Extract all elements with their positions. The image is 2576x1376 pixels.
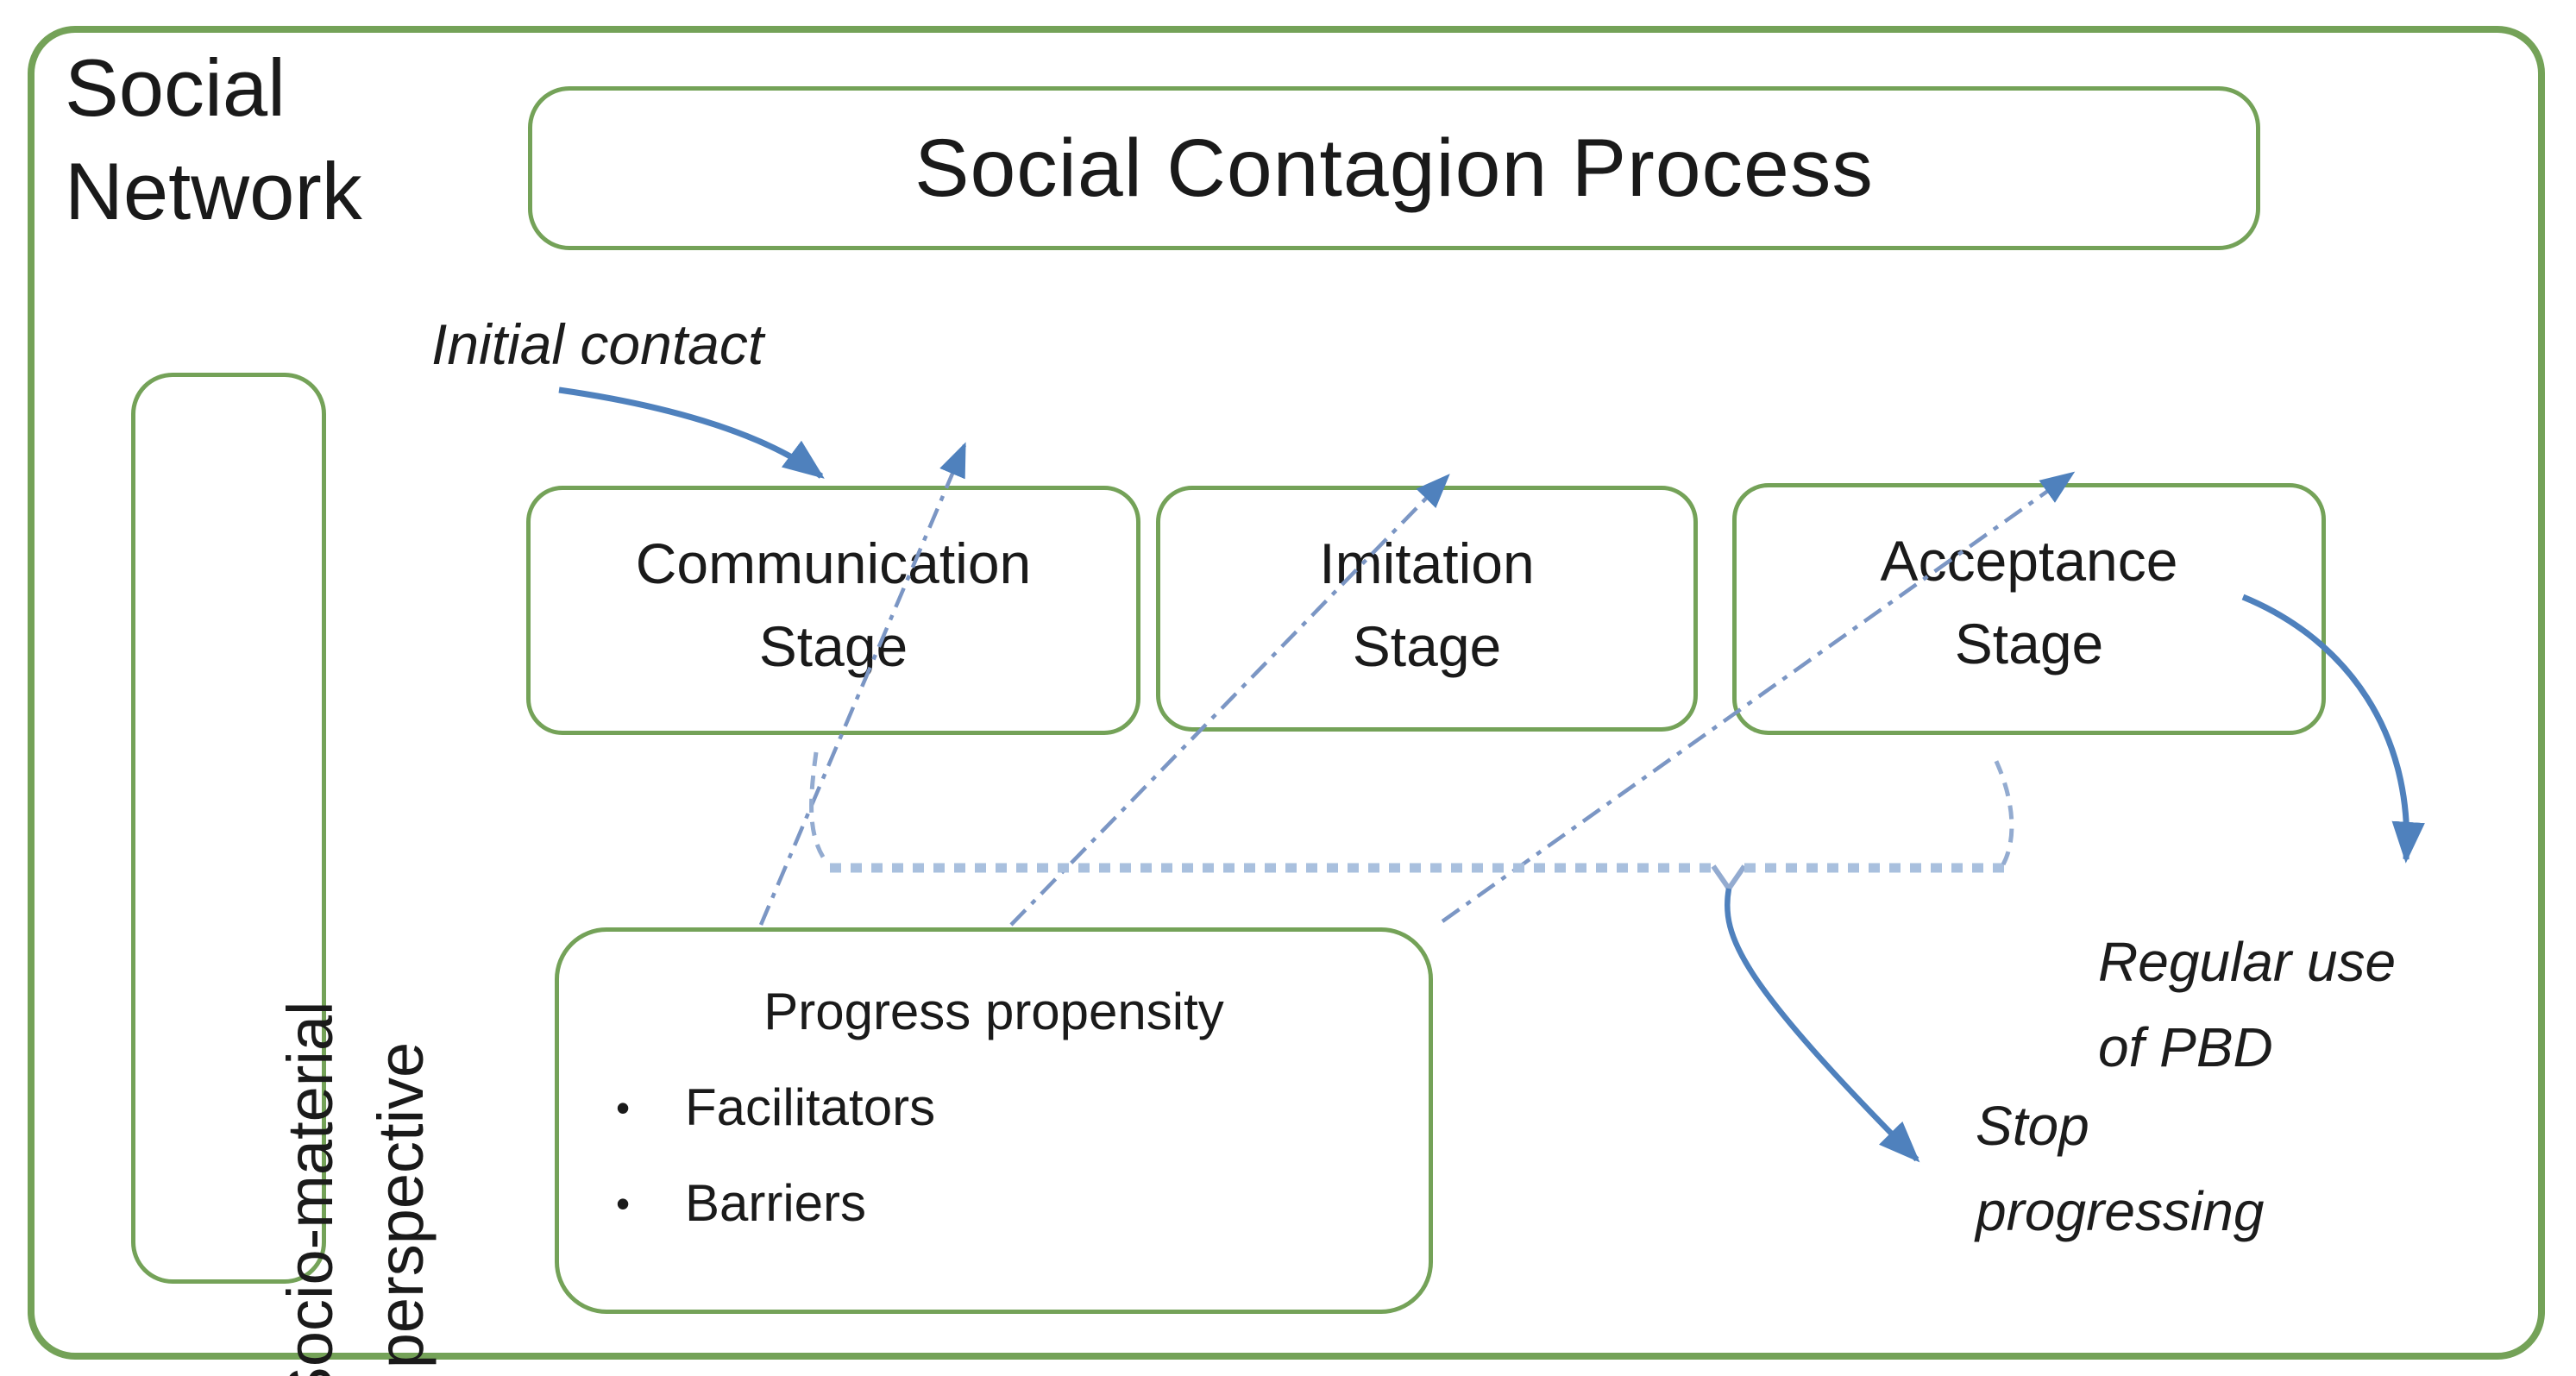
communication-stage-line2: Stage bbox=[758, 613, 908, 678]
imitation-stage-box: Imitation Stage bbox=[1156, 486, 1698, 732]
bullet-icon: • bbox=[616, 1180, 631, 1226]
social-contagion-process-box: Social Contagion Process bbox=[528, 86, 2260, 250]
stop-progressing-label: Stop progressing bbox=[1976, 1084, 2264, 1254]
socio-material-line1: Socio-material bbox=[274, 1001, 346, 1376]
progress-propensity-box: Progress propensity • Facilitators • Bar… bbox=[555, 927, 1433, 1314]
imitation-stage-line1: Imitation bbox=[1319, 531, 1535, 595]
initial-contact-label: Initial contact bbox=[431, 312, 764, 376]
facilitators-bullet-item: • Facilitators bbox=[609, 1078, 1429, 1137]
barriers-label: Barriers bbox=[685, 1174, 867, 1232]
regular-use-line1: Regular use bbox=[2098, 931, 2397, 993]
communication-stage-line1: Communication bbox=[635, 531, 1032, 595]
acceptance-stage-box: Acceptance Stage bbox=[1732, 483, 2326, 735]
barriers-bullet-item: • Barriers bbox=[609, 1173, 1429, 1233]
facilitators-label: Facilitators bbox=[685, 1078, 936, 1136]
stop-line1: Stop bbox=[1976, 1095, 2089, 1157]
bullet-icon: • bbox=[616, 1084, 631, 1130]
progress-propensity-title: Progress propensity bbox=[763, 983, 1224, 1040]
socio-material-box: Socio-material perspective bbox=[131, 373, 437, 1376]
communication-stage-box: Communication Stage bbox=[526, 486, 1140, 735]
social-network-line1: Social bbox=[65, 42, 286, 133]
regular-use-line2: of PBD bbox=[2098, 1016, 2273, 1079]
social-network-label: Social Network bbox=[65, 36, 362, 244]
socio-material-label: Socio-material perspective bbox=[265, 748, 463, 1376]
socio-material-line2: perspective bbox=[365, 1041, 437, 1369]
acceptance-stage-line1: Acceptance bbox=[1880, 529, 2178, 593]
social-network-line2: Network bbox=[65, 146, 362, 237]
stop-line2: progressing bbox=[1976, 1180, 2265, 1243]
acceptance-stage-line2: Stage bbox=[1954, 611, 2104, 675]
regular-use-label: Regular use of PBD bbox=[2098, 920, 2396, 1090]
imitation-stage-line2: Stage bbox=[1352, 613, 1502, 678]
social-contagion-process-title: Social Contagion Process bbox=[914, 122, 1874, 214]
